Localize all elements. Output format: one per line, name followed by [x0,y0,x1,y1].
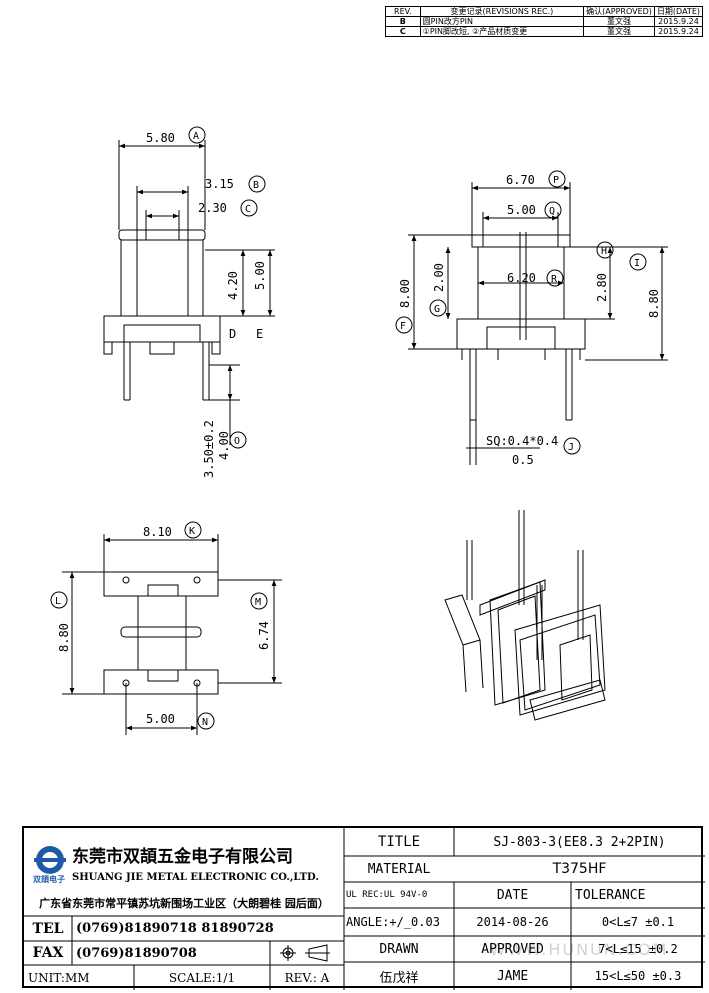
date-label: DATE [496,887,529,903]
dim-Q-value: 5.00 [507,203,536,217]
dim-I-value: 8.80 [647,289,661,318]
tel-label: TEL [32,920,64,937]
dim-F-value: 8.00 [398,279,412,308]
dim-O-value: 3.50±0.2 [202,420,216,478]
side-view [408,182,668,465]
dim-L-value: 8.80 [57,623,71,652]
tolerance-1: 0<L≤7 ±0.1 [601,915,675,929]
top-view [62,534,282,735]
front-view [103,140,275,445]
dim-L-mark: L [55,596,61,607]
dim-E-value: 5.00 [253,261,267,290]
tolerance-3: 15<L≤50 ±0.3 [594,969,682,983]
rev: REV.: A [284,970,330,985]
dim-R-value: 6.20 [507,271,536,285]
projection-symbol-icon [280,944,330,962]
dim-M-mark: M [255,597,261,608]
company-logo [34,846,66,874]
dim-H-mark: H [601,246,607,257]
scale: SCALE:1/1 [168,970,236,985]
title-label: TITLE [377,834,421,850]
dim-G-value: 2.00 [432,263,446,292]
dim-F-mark: F [400,321,406,332]
dim-Q-mark: Q [549,206,555,217]
tolerance-2: 7<L≤15 ±0.2 [598,942,678,956]
dim-C-value: 2.30 [198,201,227,215]
dim-N-mark: N [202,717,208,728]
title-value: SJ-803-3(EE8.3 2+2PIN) [493,834,666,850]
dim-B-mark: B [253,180,259,191]
isometric-view [444,510,606,721]
dim-P-mark: P [553,175,559,186]
dim-H-value: 2.80 [595,273,609,302]
company-name-en: SHUANG JIE METAL ELECTRONIC CO.,LTD. [72,872,319,883]
dim-B-value: 3.15 [205,177,234,191]
unit: UNIT:MM [28,970,90,985]
title-block: 双頡电子 东莞市双頡五金电子有限公司 SHUANG JIE METAL ELEC… [22,826,705,990]
desc-cell: ①PIN脚改短, ②产品材质变更 [419,26,585,37]
company-name-cn: 东莞市双頡五金电子有限公司 [72,847,293,867]
approved-label: APPROVED [481,941,544,957]
title-block-grid [24,828,705,990]
dim-J-value: SQ:0.4*0.4 [486,434,558,448]
tolerance-label: TOLERANCE [575,887,646,903]
dim-M-value: 6.74 [257,621,271,650]
dim-K-mark: K [189,526,195,537]
dim-K-value: 8.10 [143,525,172,539]
revision-table: REV. 变更记录(REVISIONS REC.) 确认(APPROVED) 日… [385,6,704,37]
fax-label: FAX [32,945,64,961]
dim-A-mark: A [193,131,199,142]
dim-O-value-2: 4.00 [217,431,231,460]
dim-O-mark: O [234,436,240,447]
angle: ANGLE:+/_0.03 [346,915,440,929]
dim-J-mark: J [568,442,574,453]
date-cell: 2015.9.24 [653,26,704,37]
drawn-label: DRAWN [379,941,419,957]
drawn-value: 伍戊祥 [379,970,419,986]
dim-N-value: 5.00 [146,712,175,726]
logo-text: 双頡电子 [33,875,65,884]
date-value: 2014-08-26 [476,915,549,929]
tel-value: (0769)81890718 81890728 [76,921,274,936]
dim-A-value: 5.80 [146,131,175,145]
dim-D-mark: D [229,327,236,341]
dim-E-mark: E [256,327,263,341]
material-label: MATERIAL [367,861,431,877]
dim-D-value: 4.20 [226,271,240,300]
dim-R-mark: R [551,274,558,285]
material-value: T375HF [552,861,607,877]
approved-value: JAME [496,968,529,984]
dim-I-mark: I [634,258,640,269]
dim-J-value-2: 0.5 [512,453,534,467]
ul-rec: UL REC:UL 94V-0 [346,890,428,900]
dim-C-mark: C [245,204,251,215]
table-row: C ①PIN脚改短, ②产品材质变更 董文强 2015.9.24 [385,26,704,37]
dim-P-value: 6.70 [506,173,535,187]
fax-value: (0769)81890708 [76,945,197,961]
company-address: 广东省东莞市常平镇苏坑新围场工业区（大朗碧桂 园后面） [39,897,329,910]
technical-drawing: 5.80 A 3.15 B 2.30 C 4.20 5.00 D E 3.50±… [50,126,668,735]
dim-G-mark: G [434,304,440,315]
